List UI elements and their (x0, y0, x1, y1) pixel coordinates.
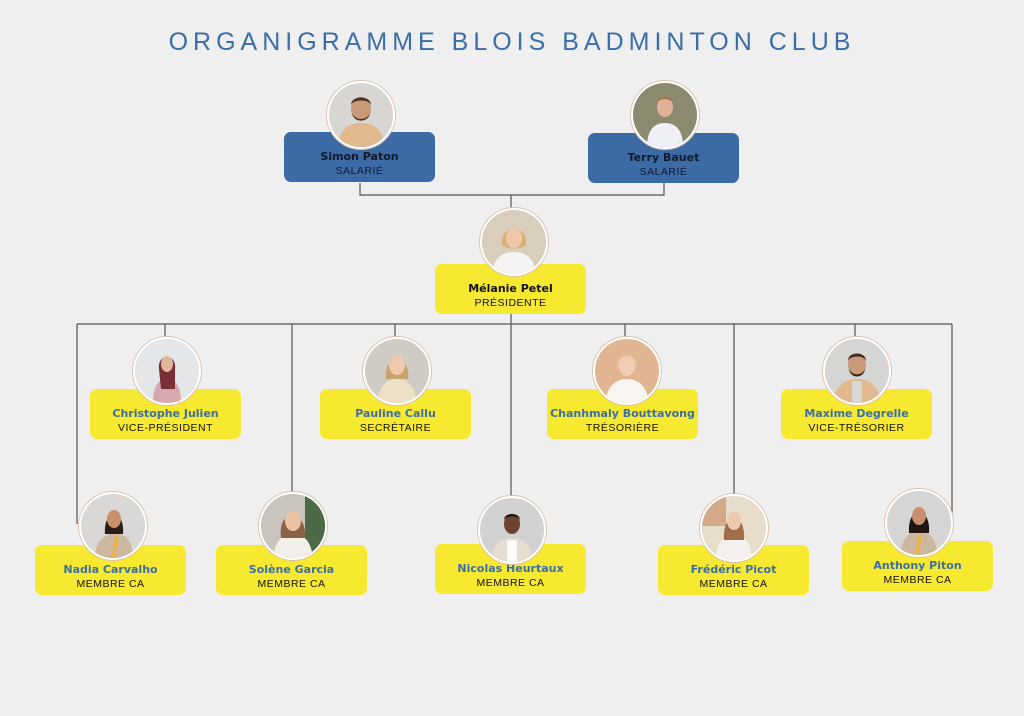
avatar-photo (700, 494, 768, 562)
avatar-photo (885, 489, 953, 557)
avatar-photo (363, 337, 431, 405)
avatar-photo (823, 337, 891, 405)
person-name: Christophe Julien (112, 407, 219, 420)
person-role: MEMBRE CA (476, 577, 545, 589)
person-name: Pauline Callu (355, 407, 436, 420)
person-role: SALARIÉ (639, 166, 688, 178)
person-role: MEMBRE CA (76, 578, 145, 590)
person-name: Chanhmaly Bouttavong (550, 407, 695, 420)
person-role: MEMBRE CA (699, 578, 768, 590)
person-role: MEMBRE CA (883, 574, 952, 586)
avatar-photo (133, 337, 201, 405)
avatar-photo (593, 337, 661, 405)
member-card: Anthony Piton MEMBRE CA (842, 541, 993, 591)
person-role: VICE-PRÉSIDENT (117, 422, 214, 434)
avatar-photo (631, 81, 699, 149)
avatar-photo (259, 492, 327, 560)
avatar-photo (327, 81, 395, 149)
person-name: Solène Garcia (248, 563, 335, 576)
person-name: Nadia Carvalho (63, 563, 158, 576)
person-name: Anthony Piton (873, 559, 962, 572)
connector-employees (359, 183, 665, 196)
member-card: Frédéric Picot MEMBRE CA (658, 545, 809, 595)
person-role: TRÉSORIÈRE (585, 422, 660, 434)
person-name: Frédéric Picot (690, 563, 777, 576)
person-name: Simon Paton (320, 150, 399, 163)
avatar-photo (478, 496, 546, 564)
person-name: Nicolas Heurtaux (457, 562, 564, 575)
person-name: Terry Bauet (627, 151, 700, 164)
member-card: Nicolas Heurtaux MEMBRE CA (435, 544, 586, 594)
chart-title: ORGANIGRAMME BLOIS BADMINTON CLUB (168, 28, 856, 56)
person-role: PRÉSIDENTE (474, 297, 547, 309)
person-role: SECRÉTAIRE (359, 422, 432, 434)
person-name: Maxime Degrelle (804, 407, 909, 420)
person-role: VICE-TRÉSORIER (808, 422, 905, 434)
avatar-photo (79, 492, 147, 560)
person-role: MEMBRE CA (257, 578, 326, 590)
person-name: Mélanie Petel (468, 282, 553, 295)
person-role: SALARIÉ (335, 165, 384, 177)
avatar-photo (480, 208, 548, 276)
